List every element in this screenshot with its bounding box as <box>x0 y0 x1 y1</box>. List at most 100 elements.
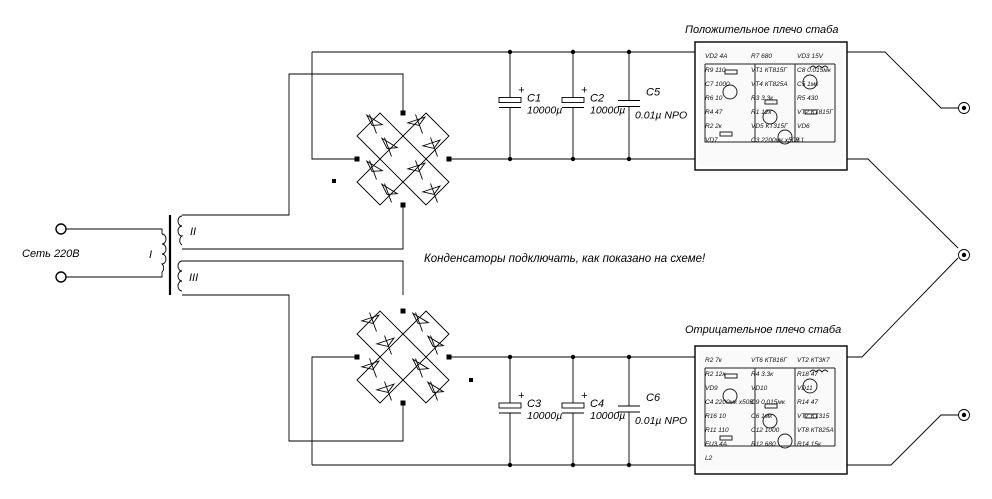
inductor-icon <box>809 369 829 373</box>
board-component-label: R4 3.3к <box>751 371 774 378</box>
bridge-diamond <box>356 158 404 206</box>
output-terminal-positive[interactable] <box>958 102 970 114</box>
bridge-diamond <box>356 310 404 358</box>
mains-wires <box>66 228 163 278</box>
board-component-label: R2 12к <box>705 371 726 378</box>
board-component-label: VT2 КТ3К7 <box>797 357 830 364</box>
board-component-label: R4 47 <box>705 109 723 116</box>
diode-icon <box>411 358 430 370</box>
board-component-label: VD6 <box>797 123 810 130</box>
capacitor-value: 10000µ <box>590 410 625 422</box>
bridge-rectifier-lower <box>354 308 473 406</box>
board-component-label: R2 7к <box>705 357 723 364</box>
plus-sign: + <box>518 85 525 97</box>
bridge-diamond <box>356 112 404 160</box>
mains-input: Сеть 220В <box>22 223 163 283</box>
capacitor-name: C3 <box>527 398 542 410</box>
board-component-label: VD5 КТ315Г <box>751 123 788 130</box>
junction-dot <box>400 202 406 208</box>
board-component-label: VD7 <box>705 137 718 144</box>
board-component-label: R14 47 <box>797 399 818 406</box>
junction-dot <box>400 110 406 116</box>
junction-dot <box>400 400 406 406</box>
board-component-label: C4 2200мк x50В <box>705 399 754 406</box>
transistor-icon <box>777 129 793 145</box>
board-component-label: L1 <box>797 137 805 144</box>
diode-bar <box>384 183 392 203</box>
capacitor-name: C4 <box>590 398 604 410</box>
diode-icon <box>411 312 430 324</box>
capacitor-name: C5 <box>646 87 661 99</box>
plus-sign: + <box>518 390 525 402</box>
negative-board-frame <box>694 345 848 475</box>
capacitor-symbol <box>618 52 640 159</box>
resistor-icon <box>724 373 738 379</box>
negative-filter <box>311 356 695 466</box>
resistor-icon <box>764 403 778 409</box>
diode-icon <box>360 314 381 324</box>
transistor-icon <box>777 433 793 449</box>
board-component-label: R5 430 <box>797 95 818 102</box>
transistor-icon <box>722 84 738 100</box>
board-component-label: C5 1мк <box>797 81 819 88</box>
capacitor-value: 10000µ <box>527 105 562 117</box>
secondary-coil-lower <box>177 260 183 292</box>
board-component-label: VD9 <box>705 385 718 392</box>
diode-bar <box>384 137 392 157</box>
resistor-icon <box>804 109 818 115</box>
capacitor-value: 0.01µ NPO <box>635 110 687 122</box>
capacitor-value: 0.01µ NPO <box>635 415 687 427</box>
transformer: I II III <box>149 215 198 295</box>
board-component-label: VT2 КТ815Г <box>797 109 833 116</box>
capacitor-name: C2 <box>590 93 604 105</box>
diode-icon <box>375 383 396 393</box>
capacitor-name: C1 <box>527 93 541 105</box>
diode-icon <box>375 337 396 347</box>
secondary-upper-label: II <box>190 226 196 238</box>
diode-bar <box>430 381 438 401</box>
capacitor-symbol <box>618 357 640 465</box>
diode-icon <box>421 139 442 149</box>
output-terminal-negative[interactable] <box>958 409 970 421</box>
capacitor-c5: C5 0.01µ NPO <box>618 49 687 162</box>
board-component-label: R3 3.3к <box>751 95 774 102</box>
board-component-label: VD11 <box>797 385 813 392</box>
board-component-label: VD10 <box>751 385 768 392</box>
secondary-lower-label: III <box>189 272 198 284</box>
diode-bar <box>369 114 377 134</box>
transistor-icon <box>802 74 818 90</box>
diode-bar <box>384 335 392 355</box>
board-component-label: R11 110 <box>705 427 729 434</box>
negative-arm-title: Отрицательное плечо стаба <box>685 324 841 336</box>
board-component-label: C9 0.015мк <box>751 399 786 406</box>
bridge-diamond <box>356 356 404 404</box>
mains-label: Сеть 220В <box>22 248 80 260</box>
transistor-icon <box>762 413 778 429</box>
board-component-label: R14 15к <box>797 441 822 448</box>
output-terminal-ground[interactable] <box>958 249 970 261</box>
board-component-label: FU3 4A <box>705 441 727 448</box>
board-component-label: R1 12к <box>751 109 772 116</box>
board-component-label: R18 47 <box>797 371 818 378</box>
diode-bar <box>430 137 438 157</box>
capacitor-plate-positive <box>498 97 522 103</box>
board-component-label: VT8 КТ825А <box>797 427 834 434</box>
diode-bar <box>369 358 377 378</box>
diode-bar <box>415 160 423 180</box>
diode-bar <box>430 183 438 203</box>
secondary-wiring <box>182 73 404 442</box>
positive-arm-title: Положительное плечо стаба <box>685 24 838 36</box>
primary-label: I <box>149 249 152 261</box>
capacitor-note: Конденсаторы подключать, как показано на… <box>424 253 706 265</box>
primary-coil <box>160 233 167 273</box>
board-component-label: R9 110 <box>705 67 726 74</box>
board-component-label: R12 680 <box>751 441 776 448</box>
capacitor-plate-positive <box>561 97 585 103</box>
